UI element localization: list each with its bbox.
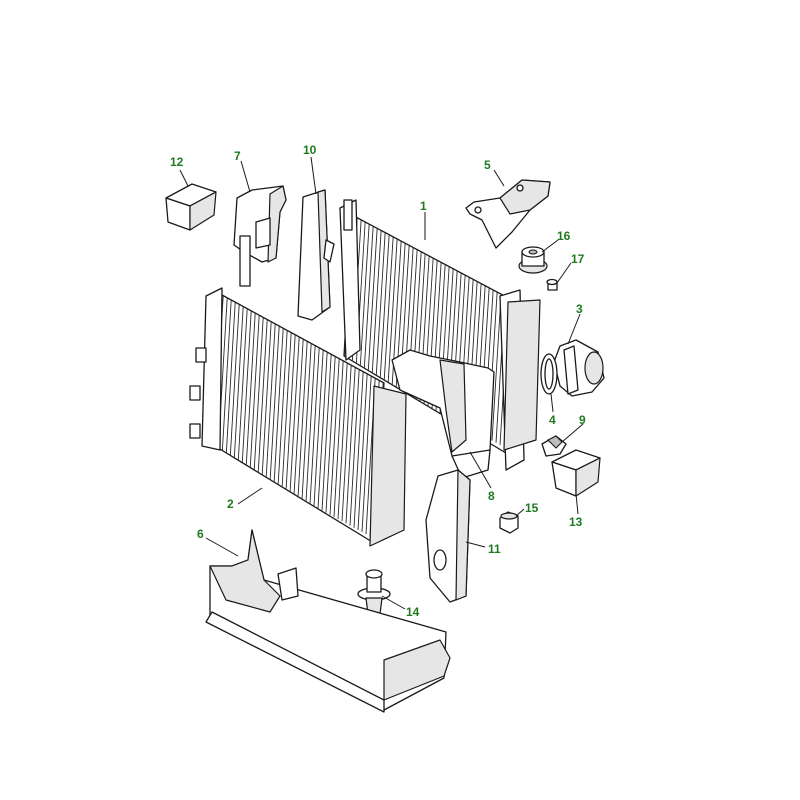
- radiator-fin: [357, 359, 369, 530]
- radiator-fin: [257, 305, 269, 476]
- callout-14: 14: [406, 605, 420, 619]
- radiator-fin: [285, 321, 297, 492]
- callout-13: 13: [569, 515, 583, 529]
- radiator-fin: [293, 325, 305, 496]
- callout-6: 6: [197, 527, 204, 541]
- part-16-mount: [518, 246, 548, 274]
- callout-11: 11: [488, 542, 501, 556]
- part-11-side-baffle: [425, 469, 471, 603]
- callout-17: 17: [571, 252, 585, 266]
- callout-15: 15: [525, 501, 539, 515]
- radiator-fin: [309, 333, 321, 505]
- part-6-lower-deflector: [205, 529, 451, 713]
- radiator-fin: [337, 349, 349, 520]
- leader-lines: [179, 156, 584, 610]
- radiator-2-fins: [210, 295, 384, 543]
- callout-labels: 1 2 3 4 5 6 7 8 9 10 11 12 13 14 15 16 1…: [170, 143, 586, 619]
- callout-8: 8: [488, 489, 495, 503]
- part-8-deflector: [391, 349, 495, 479]
- part-12-foam-block: [165, 183, 217, 231]
- callout-10: 10: [303, 143, 317, 157]
- part-9-connector: [541, 435, 567, 457]
- radiator-fin: [221, 295, 233, 457]
- radiator-fin: [359, 215, 371, 371]
- part-14-push-clip: [357, 569, 391, 615]
- radiator-fin: [375, 219, 387, 380]
- part-5-upper-bracket: [465, 179, 551, 249]
- radiator-fin: [387, 225, 399, 386]
- radiator-fin: [371, 216, 383, 377]
- radiator-fin: [333, 346, 345, 517]
- radiator-fin: [249, 301, 261, 472]
- radiator-fin: [349, 355, 361, 526]
- radiator-fin: [269, 312, 281, 483]
- part-3-hose-outlet: [553, 339, 605, 397]
- radiator-fin: [367, 215, 379, 375]
- radiator-fin: [383, 223, 395, 384]
- radiator-fin: [305, 331, 317, 502]
- radiator-fin: [281, 318, 293, 489]
- part-4-seal-ring: [540, 353, 558, 395]
- radiator-fin: [317, 338, 329, 509]
- radiator-fin: [361, 362, 373, 533]
- part-7-bracket: [233, 185, 287, 287]
- part-17-bolt: [546, 278, 558, 291]
- callout-3: 3: [576, 302, 583, 316]
- radiator-fin: [261, 308, 273, 479]
- radiator-fin: [241, 297, 253, 468]
- part-15-nut: [499, 511, 519, 534]
- radiator-fin: [277, 316, 289, 487]
- radiator-fin: [273, 314, 285, 485]
- callout-1: 1: [420, 199, 427, 213]
- radiator-fin: [341, 351, 353, 522]
- radiator-fin: [363, 215, 375, 373]
- radiator-fin: [325, 342, 337, 513]
- radiator-fin: [229, 295, 241, 461]
- radiator-fin: [353, 357, 365, 528]
- callout-12: 12: [170, 155, 184, 169]
- callout-4: 4: [549, 413, 556, 427]
- radiator-fin: [321, 340, 333, 511]
- callout-5: 5: [484, 158, 491, 172]
- callout-16: 16: [557, 229, 571, 243]
- part-13-foam-block: [551, 449, 601, 497]
- radiator-fin: [245, 299, 257, 470]
- radiator-fin: [265, 310, 277, 481]
- radiator-fin: [297, 327, 309, 498]
- radiator-fin: [301, 329, 313, 500]
- radiator-fin: [253, 303, 265, 474]
- callout-2: 2: [227, 497, 234, 511]
- part-10-air-duct: [297, 189, 335, 321]
- radiator-fin: [237, 295, 249, 466]
- radiator-fin: [329, 344, 341, 515]
- radiator-fin: [313, 336, 325, 507]
- callout-7: 7: [234, 149, 241, 163]
- radiator-fin: [233, 295, 245, 463]
- callout-9: 9: [579, 413, 586, 427]
- radiator-fin: [289, 323, 301, 494]
- radiator-fin: [225, 295, 237, 459]
- radiator-fin: [345, 353, 357, 524]
- part-2-front-radiator: [189, 287, 407, 547]
- radiator-fin: [379, 221, 391, 382]
